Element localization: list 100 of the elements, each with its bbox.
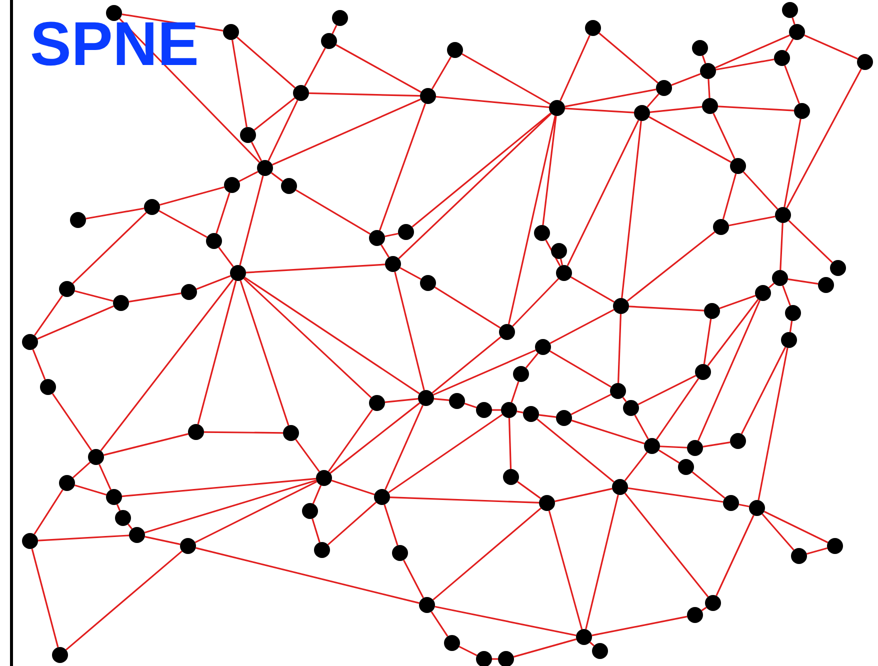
connector-line <box>598 32 658 84</box>
connector-line <box>400 267 422 280</box>
connector-line <box>308 92 420 97</box>
connector-line <box>272 98 421 166</box>
graph-node <box>687 607 703 623</box>
connector-line <box>626 231 716 302</box>
connector-line <box>433 349 536 396</box>
connector-line <box>660 446 688 448</box>
connector-line <box>119 18 260 163</box>
connector-line <box>72 212 147 284</box>
connector-line <box>196 275 231 290</box>
graph-node <box>782 2 798 18</box>
connector-line <box>31 548 59 648</box>
connector-line <box>722 174 737 220</box>
connector-line <box>458 646 478 656</box>
graph-node <box>59 475 75 491</box>
graph-node <box>106 489 122 505</box>
connector-line <box>100 278 234 452</box>
graph-node <box>503 469 519 485</box>
graph-node <box>374 489 390 505</box>
connector-line <box>434 398 450 402</box>
connector-line <box>394 272 425 390</box>
graph-node <box>181 284 197 300</box>
connector-line <box>384 398 418 403</box>
graph-node <box>700 63 716 79</box>
connector-line <box>624 452 648 482</box>
graph-node <box>713 219 729 235</box>
connector-line <box>703 318 712 364</box>
connector-line <box>244 276 420 394</box>
connector-line <box>715 34 790 69</box>
graph-node <box>551 243 567 259</box>
graph-node <box>634 105 650 121</box>
connector-line <box>564 88 656 108</box>
connector-line <box>650 106 702 113</box>
connector-line <box>104 433 188 456</box>
connector-line <box>762 514 794 550</box>
connector-line <box>566 120 640 266</box>
connector-line <box>327 502 377 546</box>
graph-node <box>223 24 239 40</box>
connector-line <box>122 478 316 498</box>
graph-node <box>444 635 460 651</box>
connector-line <box>716 514 754 596</box>
connector-line <box>712 112 736 160</box>
connector-line <box>250 142 262 162</box>
connector-line <box>243 278 372 398</box>
connector-line <box>702 442 730 448</box>
graph-node <box>513 366 529 382</box>
connector-line <box>388 414 503 494</box>
graph-node <box>539 495 555 511</box>
connector-line <box>508 116 556 324</box>
connector-line <box>617 314 622 384</box>
graph-node <box>695 364 711 380</box>
connector-line <box>728 216 776 226</box>
connector-line <box>432 336 502 394</box>
graph-node <box>678 459 694 475</box>
graph-node <box>592 643 608 659</box>
graph-node <box>129 527 145 543</box>
graph-node <box>705 595 721 611</box>
connector-line <box>508 418 512 470</box>
graph-node <box>610 383 626 399</box>
connector-line <box>740 346 786 434</box>
connector-line <box>697 300 761 441</box>
graph-node <box>702 98 718 114</box>
connector-line <box>536 418 614 483</box>
connector-line <box>782 285 791 306</box>
graph-node <box>293 85 309 101</box>
connector-line <box>628 306 704 312</box>
graph-node <box>447 42 463 58</box>
connector-line <box>792 17 796 25</box>
connector-line <box>571 420 645 444</box>
connector-line <box>144 480 317 534</box>
graph-node <box>687 440 703 456</box>
graph-node <box>612 479 628 495</box>
graph-node <box>549 100 565 116</box>
graph-node <box>206 233 222 249</box>
connector-line <box>692 471 726 499</box>
graph-node <box>827 538 843 554</box>
connector-line <box>510 381 520 403</box>
connector-line <box>701 606 707 612</box>
connector-line <box>624 492 709 598</box>
graph-node <box>857 54 873 70</box>
connector-line <box>74 484 107 496</box>
connector-line <box>648 116 732 163</box>
connector-line <box>742 171 778 210</box>
connector-line <box>512 278 560 327</box>
graph-node <box>283 425 299 441</box>
graph-node <box>144 199 160 215</box>
graph-node <box>369 395 385 411</box>
graph-node <box>830 260 846 276</box>
connector-line <box>560 258 563 266</box>
graph-node <box>188 424 204 440</box>
connector-line <box>116 504 121 511</box>
graph-node <box>385 256 401 272</box>
connector-line <box>332 24 338 34</box>
connector-line <box>72 462 91 478</box>
connector-line <box>304 48 326 86</box>
connector-line <box>785 38 794 52</box>
connector-line <box>384 232 398 238</box>
graph-node <box>585 20 601 36</box>
connector-line <box>671 73 701 86</box>
